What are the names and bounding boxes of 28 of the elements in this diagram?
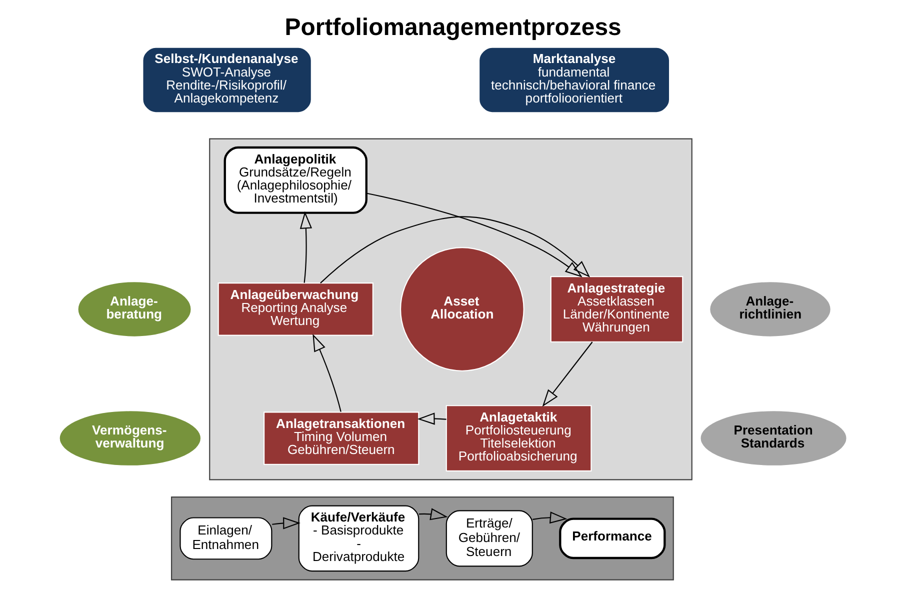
- node-box: Einlagen/ Entnahmen: [180, 517, 272, 560]
- node-box: Selbst-/Kundenanalyse SWOT-Analyse Rendite-/Risikoprofil/ Anlagekompetenz: [142, 46, 312, 114]
- node-ellipse: Anlage- richtlinien: [709, 281, 832, 338]
- arrow: [366, 192, 582, 278]
- node-box: Anlagepolitik Grundsätze/Regeln (Anlagephilosophie/ Investmentstil): [224, 146, 368, 214]
- cluster: [209, 138, 692, 480]
- cluster: [170, 496, 674, 580]
- arrow: [417, 412, 446, 425]
- node-circle: Asset Allocation: [400, 247, 524, 372]
- node-ellipse: Anlage- beratung: [77, 281, 192, 338]
- node-box: Anlagetransaktionen Timing Volumen Gebühren/Steuern: [264, 412, 420, 465]
- arrow: [272, 517, 301, 530]
- arrow: [300, 211, 312, 283]
- node-box: Anlagetaktik Portfoliosteuerung Titelselektion Portfolioabsicherung: [446, 405, 592, 472]
- node-box: Erträge/ Gebühren/ Steuern: [446, 510, 533, 567]
- node-box: Anlageüberwachung Reporting Analyse Wertung: [218, 282, 374, 336]
- arrow: [418, 508, 448, 520]
- arrow: [542, 342, 593, 407]
- node-box: Anlagestrategie Assetklassen Länder/Kontinente Währungen: [550, 276, 684, 342]
- arrow: [532, 512, 568, 524]
- node-box: Käufe/Verkäufe - Basisprodukte - Derivatprodukte: [298, 505, 420, 572]
- node-ellipse: Presentation Standards: [700, 410, 848, 466]
- arrow: [320, 216, 590, 284]
- node-ellipse: Vermögens- verwaltung: [58, 410, 202, 466]
- node-box: Marktanalyse fundamental technisch/behavioral finance portfolioorientiert: [478, 46, 670, 114]
- arrow: [312, 334, 342, 412]
- diagram-title: Portfoliomanagementprozess: [284, 14, 622, 41]
- node-box: Performance: [559, 518, 666, 560]
